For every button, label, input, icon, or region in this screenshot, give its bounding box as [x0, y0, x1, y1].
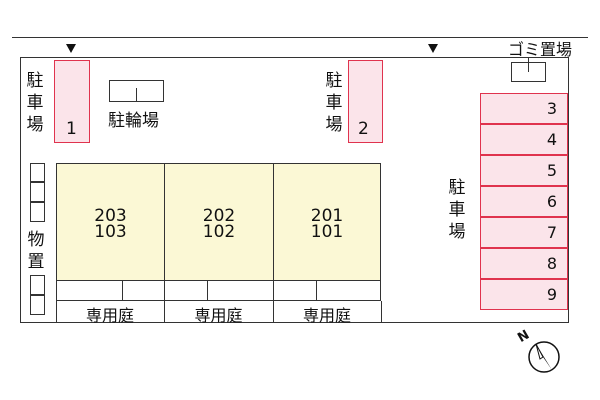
garden-divider: [316, 281, 317, 301]
parking-space-3: 3: [480, 93, 568, 124]
storage-cell: [30, 202, 45, 222]
parking-space-2-number: 2: [358, 119, 369, 139]
unit-number-upper: 201: [310, 206, 344, 226]
road-line: [12, 37, 588, 38]
unit-number-lower: 101: [310, 222, 344, 242]
compass-north-label: N: [516, 327, 532, 345]
parking-label-left: 駐車場: [26, 71, 44, 135]
storage-cell: [30, 163, 45, 182]
garden-divider: [381, 301, 382, 323]
parking-space-6: 6: [480, 186, 568, 217]
storage-cell: [30, 295, 45, 315]
garden-label-1: 専用庭: [85, 306, 134, 325]
parking-space-8: 8: [480, 248, 568, 279]
garbage-box-tick: [528, 58, 529, 72]
garbage-area-label: ゴミ置場: [508, 40, 573, 59]
unit-number-lower: 102: [202, 222, 236, 242]
unit-number-upper: 203: [94, 206, 127, 226]
garden-divider: [56, 301, 57, 323]
garden-label-2: 専用庭: [194, 306, 243, 325]
storage-label: 物置: [26, 229, 46, 273]
storage-cell: [30, 275, 45, 295]
bike-parking-label: 駐輪場: [108, 111, 159, 131]
garden-divider: [122, 281, 123, 301]
parking-label-middle: 駐車場: [325, 71, 343, 135]
unit-number-upper: 202: [202, 206, 236, 226]
garden-divider: [164, 281, 165, 323]
entrance-marker-right: [428, 44, 438, 53]
storage-cell: [30, 182, 45, 202]
parking-space-5: 5: [480, 155, 568, 186]
unit-block-201-101: 201 101: [273, 163, 381, 281]
entrance-marker-left: [66, 44, 76, 53]
garden-strip: [56, 281, 381, 301]
parking-space-7: 7: [480, 217, 568, 248]
garden-label-3: 専用庭: [302, 306, 351, 325]
parking-space-2: [348, 60, 383, 143]
parking-label-right: 駐車場: [448, 178, 466, 242]
parking-space-9: 9: [480, 279, 568, 310]
parking-space-1: [54, 60, 90, 143]
parking-space-1-number: 1: [66, 119, 77, 139]
bike-parking-tick: [136, 88, 137, 102]
unit-block-203-103: 203 103: [56, 163, 165, 281]
garden-divider: [273, 281, 274, 323]
unit-number-lower: 103: [94, 222, 127, 242]
compass-icon: N: [515, 326, 564, 382]
parking-space-4: 4: [480, 124, 568, 155]
unit-block-202-102: 202 102: [164, 163, 274, 281]
garden-divider: [207, 281, 208, 301]
